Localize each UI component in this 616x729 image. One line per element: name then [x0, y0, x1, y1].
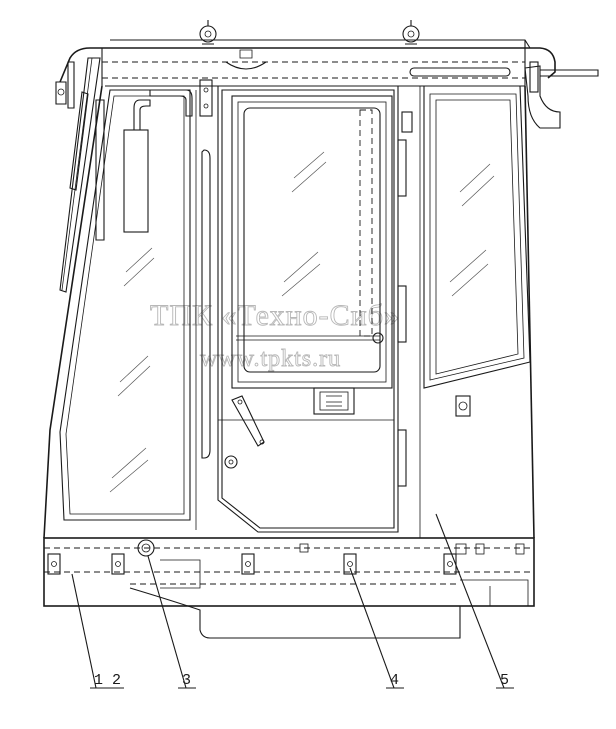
callout-3-label: 3: [182, 672, 191, 689]
watermark-line1: ТПК «Техно-Сиб»: [150, 299, 400, 332]
watermark: ТПК «Техно-Сиб» www.tpkts.ru: [150, 299, 400, 373]
callout-1-2: 1 2: [71, 573, 124, 689]
callout-5: 5: [435, 513, 514, 689]
callout-3: 3: [147, 555, 196, 689]
door: [217, 86, 413, 533]
rear-wiper: [55, 57, 105, 293]
rear-side-window: [59, 79, 213, 530]
callout-1-2-label: 1 2: [94, 672, 121, 689]
callouts: 1 2 3 4 5: [71, 513, 514, 689]
watermark-line2: www.tpkts.ru: [200, 346, 341, 372]
callout-4: 4: [349, 567, 404, 689]
base-frame: [43, 537, 535, 639]
callout-4-label: 4: [390, 672, 399, 689]
front-side-window: [419, 85, 531, 538]
callout-5-label: 5: [500, 672, 509, 689]
mounting-bolts: [47, 539, 525, 575]
roof: [59, 20, 599, 129]
